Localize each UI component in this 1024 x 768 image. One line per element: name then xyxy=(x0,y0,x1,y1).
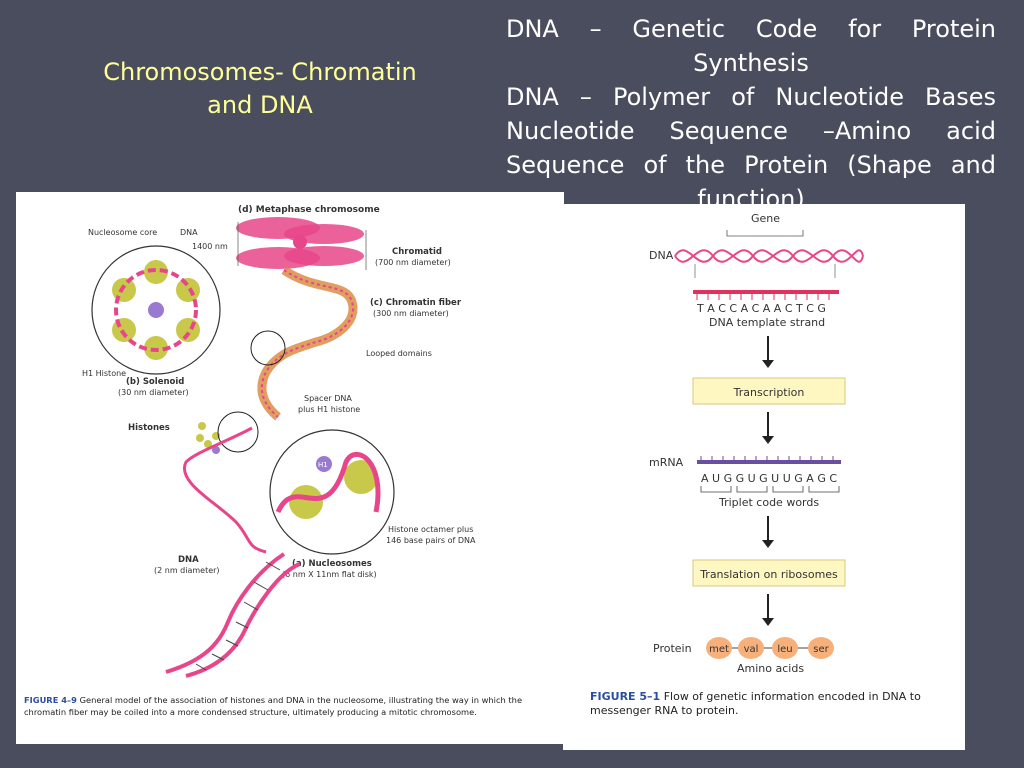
body-line-3: DNA – Polymer of Nucleotide Bases xyxy=(506,83,996,111)
dna-strand-drawing xyxy=(182,426,267,554)
amino-leu: leu xyxy=(772,637,798,659)
histones-drawing xyxy=(196,411,259,454)
body-line-1: DNA – Genetic Code for Protein xyxy=(506,15,996,43)
body-line-4: Nucleotide Sequence –Amino acid xyxy=(506,117,996,145)
body-line-2: Synthesis xyxy=(693,49,809,77)
left-figure-label: FIGURE 4–9 xyxy=(24,695,77,705)
genetic-flow-diagram: Gene DNA T A C C A C A A C T C G DNA tem… xyxy=(649,212,864,675)
nucleosomes-dim-label: (6 nm X 11nm flat disk) xyxy=(282,570,377,579)
chromatin-diagram: (d) Metaphase chromosome DNA 1400 nm Chr… xyxy=(82,205,476,678)
looped-label: Looped domains xyxy=(366,349,432,358)
transcription-label: Transcription xyxy=(733,386,805,399)
translation-box xyxy=(692,559,846,587)
left-figure-caption: FIGURE 4–9 General model of the associat… xyxy=(24,694,554,718)
chromatin-figure: (d) Metaphase chromosome DNA 1400 nm Chr… xyxy=(16,192,564,744)
mrna-label: mRNA xyxy=(649,456,684,469)
right-figure-label: FIGURE 5–1 xyxy=(590,690,661,703)
metaphase-label: (d) Metaphase chromosome xyxy=(238,205,380,215)
nucleosomes-drawing xyxy=(269,429,395,555)
genetic-flow-figure: Gene DNA T A C C A C A A C T C G DNA tem… xyxy=(563,204,965,750)
dna-dia-label: (2 nm diameter) xyxy=(154,566,220,575)
slide-body-text: DNA – Genetic Code for Protein Synthesis… xyxy=(506,12,996,216)
mrna-sequence: A U G G U G U U G A G C xyxy=(701,472,837,485)
right-caption-text: Flow of genetic information encoded in D… xyxy=(590,690,921,717)
svg-text:ser: ser xyxy=(813,644,829,655)
dna-bottom-label: DNA xyxy=(178,555,199,565)
svg-text:leu: leu xyxy=(777,644,792,655)
spacer1-label: Spacer DNA xyxy=(304,394,352,403)
template-strand-label: DNA template strand xyxy=(709,316,825,329)
arrow-3 xyxy=(762,516,774,548)
nucleosome-core-label: Nucleosome core xyxy=(88,228,157,237)
triplet-label: Triplet code words xyxy=(718,496,819,509)
amino-ser: ser xyxy=(808,637,834,659)
histones-label: Histones xyxy=(128,423,170,433)
svg-text:met: met xyxy=(709,644,729,655)
h1-label: H1 xyxy=(318,461,328,469)
amino-acids-label: Amino acids xyxy=(737,662,804,675)
double-helix-drawing xyxy=(165,552,301,678)
fiber-label: (c) Chromatin fiber xyxy=(370,298,462,308)
arrow-1 xyxy=(762,336,774,368)
left-caption-text: General model of the association of hist… xyxy=(24,695,523,717)
slide-title: Chromosomes- Chromatin and DNA xyxy=(103,58,417,119)
amino-met: met xyxy=(706,637,732,659)
dna-label: DNA xyxy=(649,249,674,262)
chromatid-dia-label: (700 nm diameter) xyxy=(375,258,451,267)
protein-label: Protein xyxy=(653,642,692,655)
arrow-4 xyxy=(762,594,774,626)
right-figure-caption: FIGURE 5–1 Flow of genetic information e… xyxy=(590,690,950,718)
svg-text:val: val xyxy=(744,644,759,655)
body-line-5: Sequence of the Protein (Shape and xyxy=(506,151,996,179)
body-line-6: function) xyxy=(697,185,805,213)
h1-histone-label: H1 Histone xyxy=(82,369,126,378)
arrow-2 xyxy=(762,412,774,444)
template-strand-bar xyxy=(693,290,839,294)
mrna-strand-bar xyxy=(697,460,841,464)
solenoid-drawing xyxy=(91,245,221,375)
octamer2-label: 146 base pairs of DNA xyxy=(386,536,476,545)
dna-top-label: DNA xyxy=(180,228,198,237)
solenoid-dia-label: (30 nm diameter) xyxy=(118,388,189,397)
metaphase-chromosome-drawing xyxy=(236,217,367,270)
chromatid-label: Chromatid xyxy=(392,247,442,257)
amino-val: val xyxy=(738,637,764,659)
gene-label: Gene xyxy=(751,212,780,225)
spacer2-label: plus H1 histone xyxy=(298,405,360,414)
template-sequence: T A C C A C A A C T C G xyxy=(696,302,826,315)
fiber-dia-label: (300 nm diameter) xyxy=(373,309,449,318)
solenoid-label: (b) Solenoid xyxy=(126,377,184,387)
translation-label: Translation on ribosomes xyxy=(699,568,838,581)
nm1400-label: 1400 nm xyxy=(192,242,228,251)
octamer1-label: Histone octamer plus xyxy=(388,525,473,534)
nucleosomes-label: (a) Nucleosomes xyxy=(292,559,372,569)
transcription-box xyxy=(692,377,846,405)
